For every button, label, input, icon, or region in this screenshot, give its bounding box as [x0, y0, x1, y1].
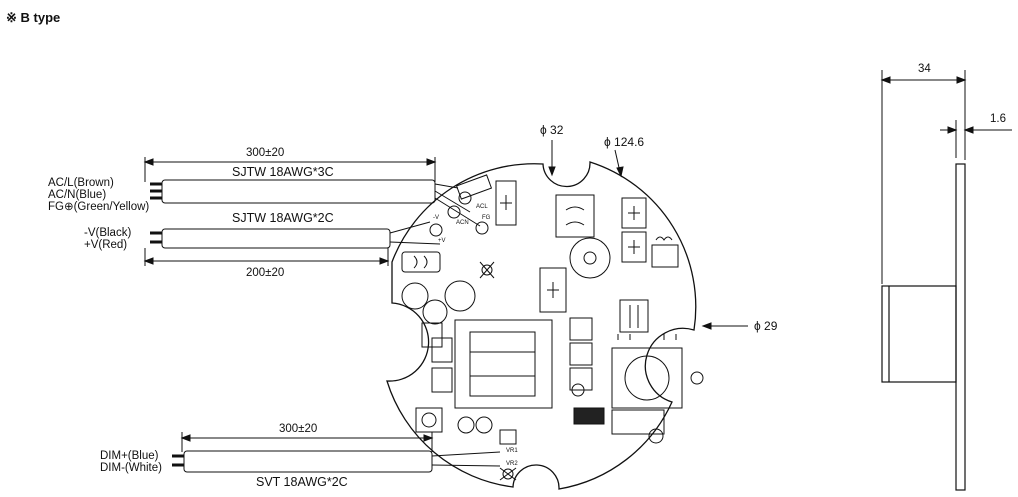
dim-cable [172, 450, 501, 473]
pcb-pos: +V [438, 238, 446, 244]
dc-length-dim [143, 248, 390, 266]
dim-length-label: 300±20 [279, 423, 318, 435]
thickness-dim [940, 120, 1012, 158]
pcb-components [401, 174, 704, 481]
ac-length-dim [143, 157, 437, 182]
phi124-label: ϕ 124.6 [604, 135, 645, 149]
pcb-outline [386, 161, 697, 490]
width-label: 34 [918, 63, 931, 75]
phi29-label: ϕ 29 [754, 319, 778, 333]
ac-length-label: 300±20 [246, 147, 285, 159]
ac-cable-label: SJTW 18AWG*3C [232, 165, 334, 179]
dim-cable-label: SVT 18AWG*2C [256, 475, 348, 489]
pcb-acn: ACN [456, 220, 469, 226]
thickness-label: 1.6 [990, 113, 1006, 125]
pcb-vr2: VR2 [506, 461, 518, 467]
dim-length-dim [180, 432, 434, 452]
pcb-acl: ACL [476, 204, 488, 210]
wire-dim-neg-label: DIM-(White) [100, 462, 162, 474]
dc-cable-label: SJTW 18AWG*2C [232, 211, 334, 225]
page-title: ※ B type [6, 10, 61, 25]
wire-acn-label: AC/N(Blue) [48, 189, 107, 201]
phi29-arrow [701, 322, 748, 330]
ac-cable [150, 179, 481, 227]
dc-length-label: 200±20 [246, 267, 285, 279]
pcb-neg: -V [433, 215, 439, 221]
phi124-arrow [614, 149, 624, 178]
pcb-vr1: VR1 [506, 448, 518, 454]
dc-cable [150, 221, 441, 249]
wire-acl-label: AC/L(Brown) [48, 177, 114, 189]
wire-neg-label: -V(Black) [84, 227, 132, 239]
wire-dim-pos-label: DIM+(Blue) [100, 450, 159, 462]
pcb-fg: FG [482, 215, 491, 221]
wire-fg-label: FG⊕(Green/Yellow) [48, 201, 150, 213]
phi32-arrow [548, 140, 556, 177]
phi32-label: ϕ 32 [540, 123, 564, 137]
width-dim [880, 70, 967, 284]
wire-pos-label: +V(Red) [84, 239, 128, 251]
side-view [881, 163, 966, 491]
